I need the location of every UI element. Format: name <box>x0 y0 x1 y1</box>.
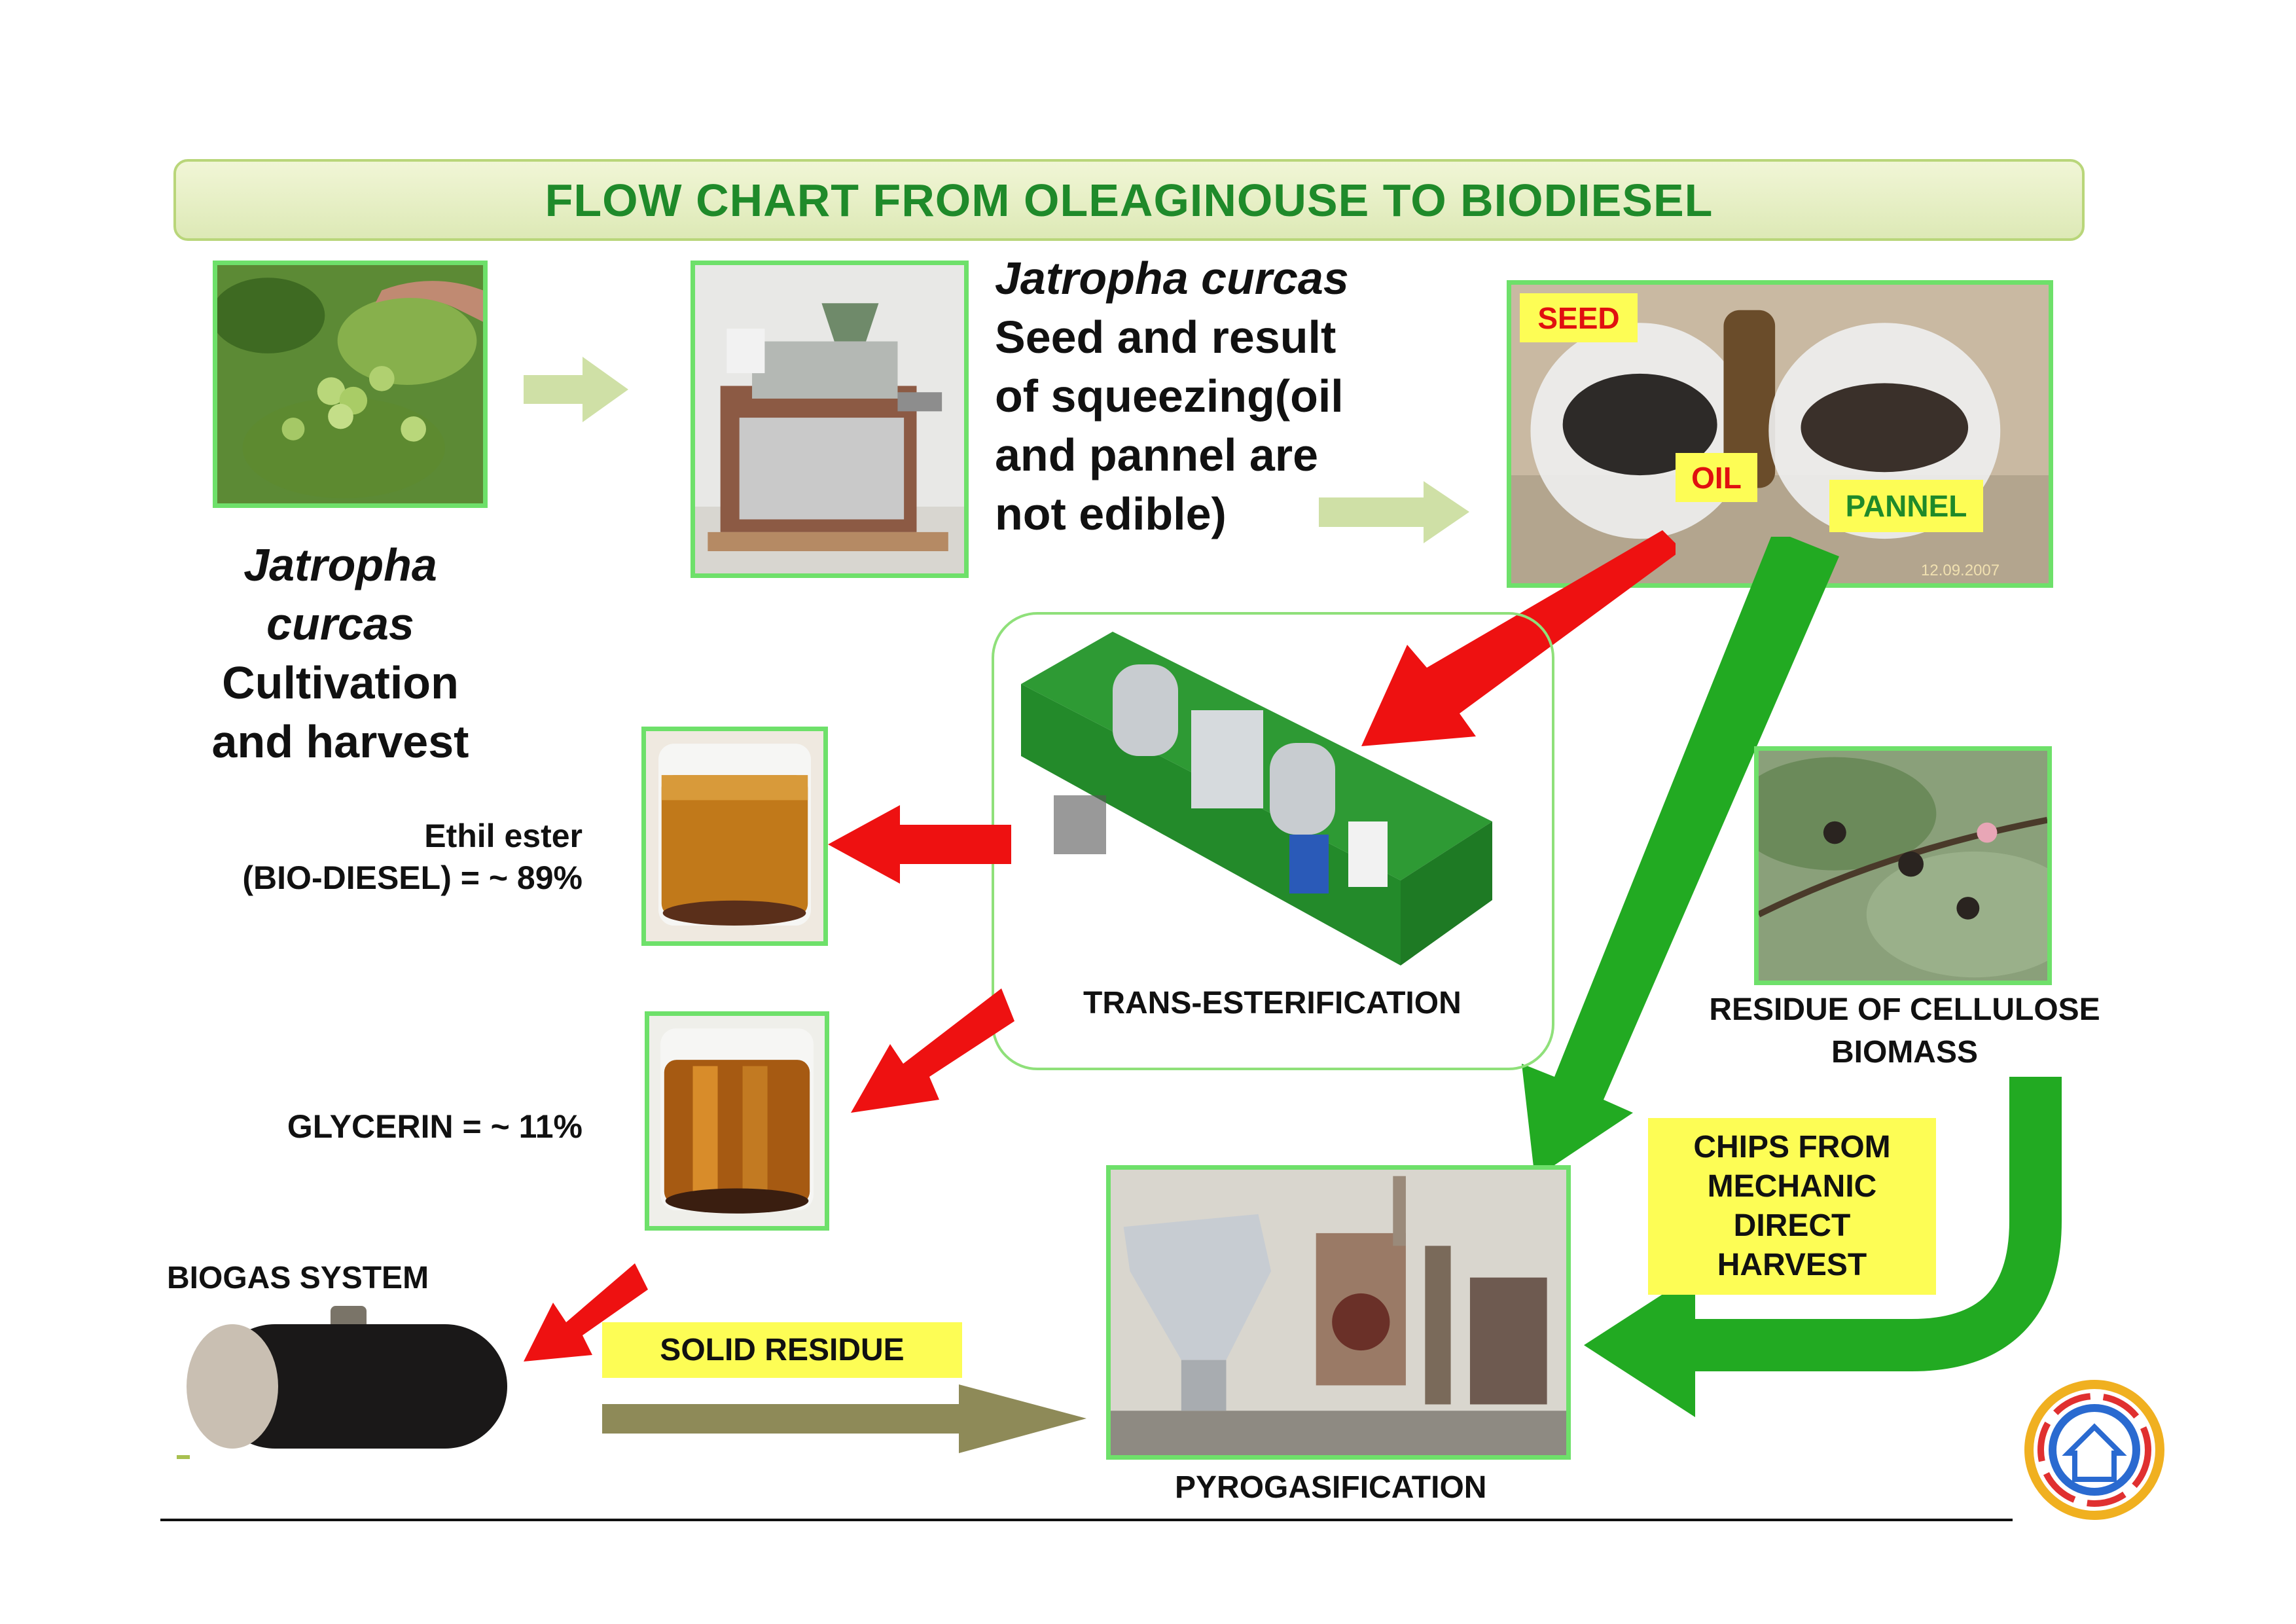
flow-arrow-cultivation-to-press <box>524 357 628 422</box>
squeezing-line-3: of squeezing(oil <box>995 370 1344 422</box>
seed-label: SEED <box>1520 293 1638 342</box>
flow-arrow-trans-to-glycerin <box>851 988 1014 1113</box>
flow-arrow-glycerin-to-biogas <box>524 1263 648 1362</box>
cellulose-biomass-photo <box>1754 746 2052 985</box>
bottom-divider <box>160 1519 2013 1521</box>
organization-logo-icon <box>2024 1380 2164 1520</box>
cultivation-line-2: curcas <box>266 598 414 649</box>
flow-arrow-biogas-to-pyro <box>602 1384 1086 1453</box>
oil-press-machine-photo <box>691 261 969 578</box>
title-bar: FLOW CHART FROM OLEAGINOUSE TO BIODIESEL <box>173 159 2085 241</box>
squeezing-line-5: not edible) <box>995 488 1227 539</box>
biogas-label: BIOGAS SYSTEM <box>167 1261 429 1295</box>
biogas-tank-image <box>177 1306 507 1459</box>
flow-arrow-trans-to-biodiesel <box>828 805 1011 884</box>
pannel-label: PANNEL <box>1829 480 1983 532</box>
cultivation-description: Jatropha curcas Cultivation and harvest <box>177 535 504 771</box>
chips-line-3: DIRECT <box>1733 1208 1851 1243</box>
biodiesel-description: Ethil ester (BIO-DIESEL) = ~ 89% <box>183 815 583 899</box>
squeezing-description: Jatropha curcas Seed and result of squee… <box>995 249 1349 543</box>
cultivation-line-4: and harvest <box>211 716 469 767</box>
biodiesel-line-1: Ethil ester <box>424 818 583 854</box>
residue-description: RESIDUE OF CELLULOSE BIOMASS <box>1682 988 2127 1074</box>
glycerin-label: GLYCERIN = ~ 11% <box>287 1108 583 1145</box>
flow-arrow-residue-to-pyro <box>1584 1077 2062 1417</box>
chips-label: CHIPS FROM MECHANIC DIRECT HARVEST <box>1648 1118 1936 1295</box>
biodiesel-jar-photo <box>641 727 828 946</box>
jatropha-plant-photo <box>213 261 488 508</box>
residue-line-2: BIOMASS <box>1831 1035 1978 1070</box>
oil-label: OIL <box>1676 453 1757 502</box>
cultivation-line-1: Jatropha <box>243 539 437 590</box>
glycerin-jar-photo <box>645 1011 829 1231</box>
cultivation-line-3: Cultivation <box>222 657 459 708</box>
photo-date-stamp: 12.09.2007 <box>1921 562 2000 579</box>
pyrogasification-label: PYROGASIFICATION <box>1175 1470 1487 1505</box>
squeezing-line-1: Jatropha curcas <box>995 253 1349 304</box>
flow-arrow-press-to-seed <box>1319 481 1469 543</box>
solid-residue-label: SOLID RESIDUE <box>602 1322 962 1378</box>
biodiesel-line-2: (BIO-DIESEL) = ~ 89% <box>242 859 583 896</box>
flow-arrow-pannel-to-pyro <box>1522 537 1839 1178</box>
trans-esterification-label: TRANS-ESTERIFICATION <box>1083 986 1462 1020</box>
chart-title: FLOW CHART FROM OLEAGINOUSE TO BIODIESEL <box>545 174 1713 226</box>
chips-line-4: HARVEST <box>1717 1248 1867 1282</box>
trans-esterification-container-image <box>1021 632 1492 965</box>
chips-line-1: CHIPS FROM <box>1693 1130 1891 1164</box>
squeezing-line-4: and pannel are <box>995 429 1319 480</box>
squeezing-line-2: Seed and result <box>995 312 1336 363</box>
pyrogasification-plant-photo <box>1106 1165 1571 1460</box>
chips-line-2: MECHANIC <box>1707 1169 1877 1204</box>
residue-line-1: RESIDUE OF CELLULOSE <box>1709 992 2100 1027</box>
